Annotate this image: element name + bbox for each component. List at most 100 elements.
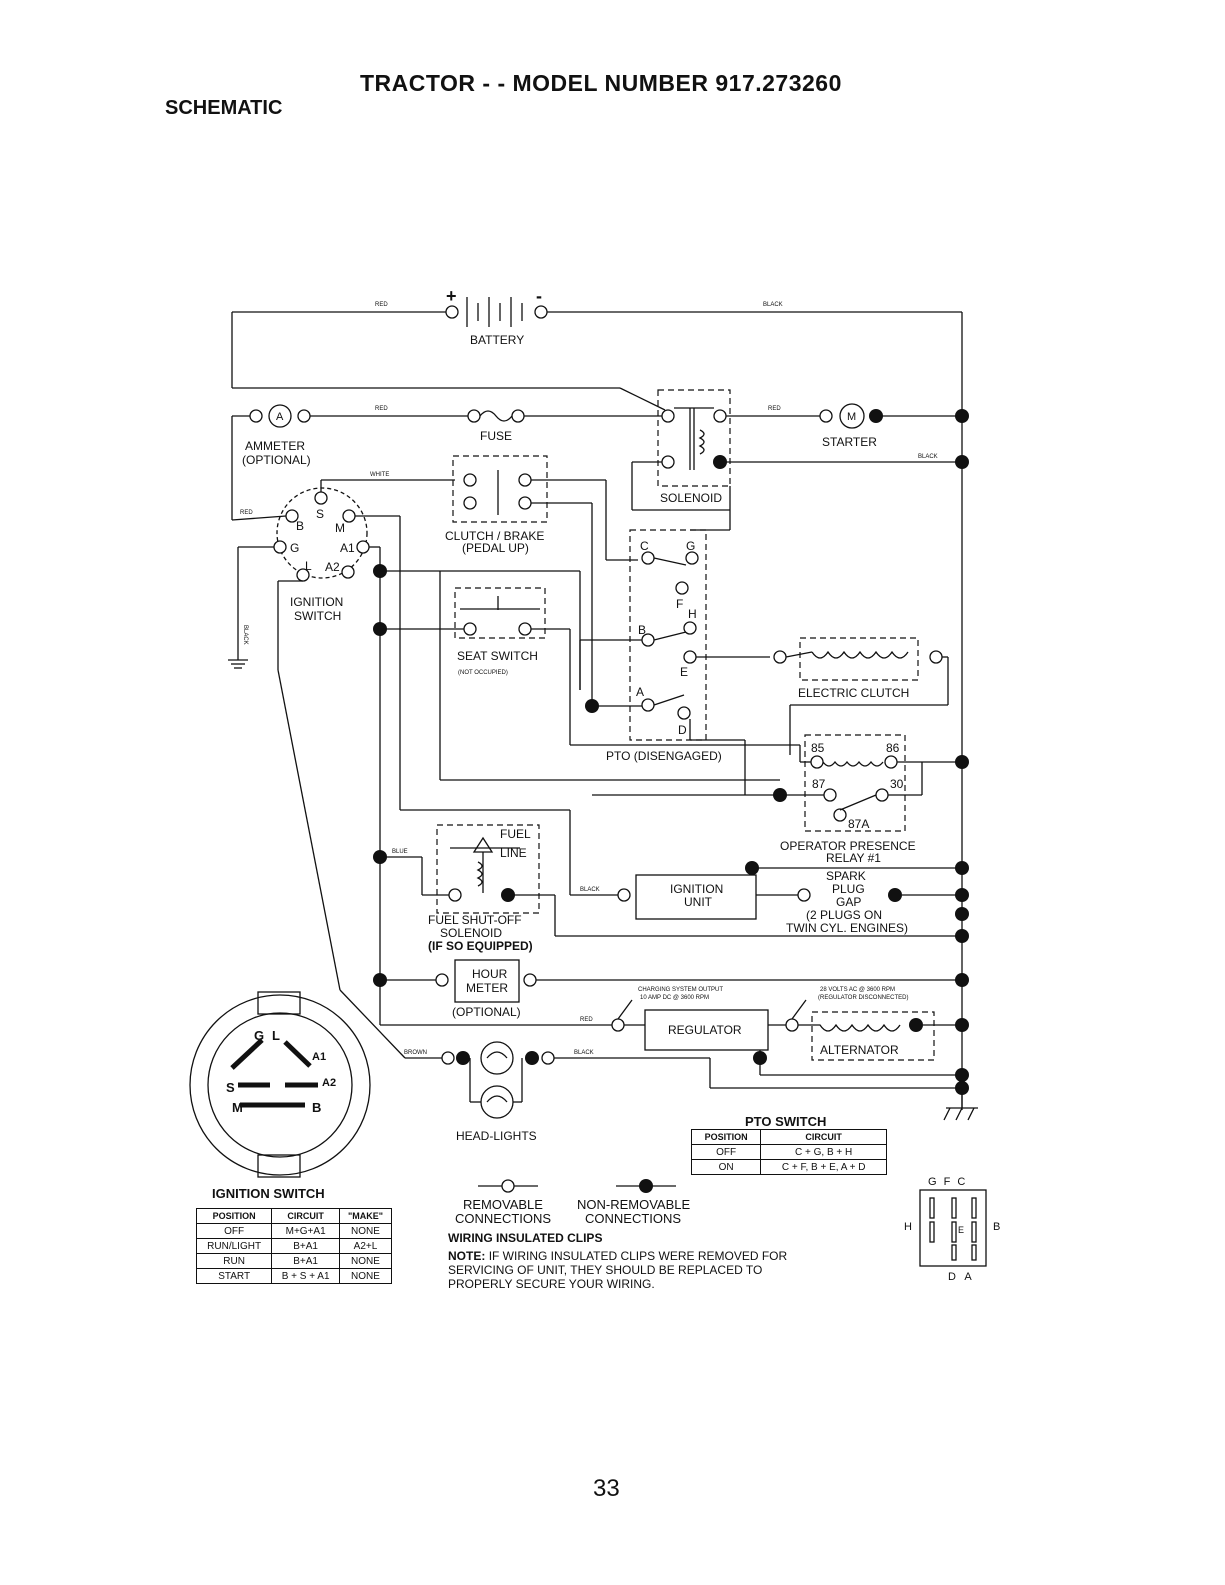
ammeter: A AMMETER (OPTIONAL) RED (231, 404, 468, 520)
ground-junction (955, 1018, 969, 1032)
svg-text:30: 30 (890, 777, 904, 791)
regulator: REGULATOR CHARGING SYSTEM OUTPUT 10 AMP … (380, 987, 908, 1075)
ground-junction (955, 929, 969, 943)
svg-text:RED: RED (240, 510, 253, 516)
svg-text:BLUE: BLUE (392, 849, 408, 855)
headlights-label: HEAD-LIGHTS (456, 1129, 537, 1143)
svg-text:G: G (254, 1028, 264, 1043)
svg-text:(IF SO EQUIPPED): (IF SO EQUIPPED) (428, 939, 533, 953)
legend-nonremovable: NON-REMOVABLE CONNECTIONS (577, 1197, 691, 1226)
hour-meter-label: HOUR (472, 967, 508, 981)
svg-text:D: D (678, 723, 687, 737)
pto-label: PTO (DISENGAGED) (606, 749, 722, 763)
svg-text:UNIT: UNIT (684, 895, 713, 909)
fuel-line-label: FUEL (500, 827, 531, 841)
table-row: ON C + F, B + E, A + D (690, 1159, 887, 1175)
svg-text:PLUG: PLUG (832, 882, 865, 896)
junction-dot (753, 1051, 767, 1065)
regulator-label: REGULATOR (668, 1023, 742, 1037)
svg-text:BROWN: BROWN (404, 1050, 427, 1056)
svg-text:M: M (847, 411, 856, 423)
svg-text:A: A (276, 411, 284, 423)
pinout-right: B (993, 1221, 1001, 1233)
svg-text:G: G (686, 539, 695, 553)
svg-text:S: S (226, 1080, 235, 1095)
svg-text:87A: 87A (848, 817, 869, 831)
wire-label-red: RED (375, 302, 388, 308)
svg-text:L: L (272, 1028, 280, 1043)
svg-text:LINE: LINE (500, 846, 527, 860)
svg-text:S: S (316, 507, 324, 521)
svg-text:RELAY #1: RELAY #1 (826, 851, 881, 865)
page-title: TRACTOR - - MODEL NUMBER 917.273260 (360, 70, 842, 96)
ignition-unit-label: IGNITION (670, 882, 723, 896)
junction-dot (373, 973, 387, 987)
relay-label: OPERATOR PRESENCE (780, 839, 916, 853)
table-row: OFF C + G, B + H (690, 1144, 887, 1160)
svg-text:BLACK: BLACK (580, 887, 600, 893)
spark-plug-label: SPARK (826, 869, 866, 883)
hour-meter: HOUR METER (OPTIONAL) (380, 959, 962, 1019)
svg-text:A2: A2 (325, 560, 340, 574)
svg-text:28 VOLTS AC @ 3600 RPM: 28 VOLTS AC @ 3600 RPM (820, 987, 895, 993)
ignition-switch-table: POSITION CIRCUIT "MAKE" OFF M+G+A1 NONE … (195, 1208, 392, 1284)
fuse: FUSE (467, 409, 665, 443)
svg-text:(NOT OCCUPIED): (NOT OCCUPIED) (458, 670, 508, 676)
svg-text:86: 86 (886, 741, 900, 755)
svg-text:A1: A1 (340, 541, 355, 555)
spark-plug: SPARK PLUG GAP (2 PLUGS ON TWIN CYL. ENG… (786, 869, 962, 935)
ground-junction (955, 861, 969, 875)
battery-label: BATTERY (470, 333, 524, 347)
svg-text:METER: METER (466, 981, 508, 995)
ground-junction (955, 888, 969, 902)
starter: M STARTER (819, 403, 962, 449)
alternator: ALTERNATOR (798, 1011, 962, 1061)
junction-dot (373, 850, 387, 864)
ground-junction (955, 755, 969, 769)
pinout-left: H (904, 1221, 912, 1233)
svg-text:RED: RED (580, 1017, 593, 1023)
ammeter-label: AMMETER (245, 439, 305, 453)
svg-text:M: M (232, 1100, 243, 1115)
ammeter-optional: (OPTIONAL) (242, 453, 311, 467)
clips-heading: WIRING INSULATED CLIPS (448, 1231, 603, 1245)
svg-text:BLACK: BLACK (242, 625, 248, 645)
wiring-note: NOTE: IF WIRING INSULATED CLIPS WERE REM… (448, 1249, 788, 1291)
clutch-brake-label: CLUTCH / BRAKE (445, 529, 544, 543)
svg-text:SWITCH: SWITCH (294, 609, 341, 623)
ignition-switch-label: IGNITION (290, 595, 343, 609)
ground-junction (955, 973, 969, 987)
solenoid-label: SOLENOID (660, 491, 722, 505)
starter-label: STARTER (822, 435, 877, 449)
ignition-switch-face: G L A1 A2 S M B (189, 991, 371, 1178)
electric-clutch-label: ELECTRIC CLUTCH (798, 686, 909, 700)
pto-table-caption: PTO SWITCH (745, 1114, 827, 1129)
table-row: RUN/LIGHT B+A1 A2+L (195, 1238, 392, 1254)
seat-switch: SEAT SWITCH (NOT OCCUPIED) (380, 587, 571, 745)
svg-text:(2 PLUGS ON: (2 PLUGS ON (806, 908, 882, 922)
svg-text:SOLENOID: SOLENOID (440, 926, 502, 940)
svg-text:G: G (290, 541, 299, 555)
svg-text:(REGULATOR DISCONNECTED): (REGULATOR DISCONNECTED) (818, 995, 908, 1001)
svg-text:A: A (636, 685, 644, 699)
svg-text:B: B (296, 519, 304, 533)
svg-text:RED: RED (375, 406, 388, 412)
seat-switch-label: SEAT SWITCH (457, 649, 538, 663)
page-subtitle: SCHEMATIC (165, 97, 283, 119)
table-row: START B + S + A1 NONE (195, 1268, 392, 1284)
svg-text:BLACK: BLACK (918, 454, 938, 460)
pto-pinout (919, 1189, 987, 1267)
legend-symbols (478, 1179, 676, 1193)
svg-text:F: F (676, 597, 683, 611)
svg-text:A2: A2 (322, 1077, 336, 1089)
fuse-label: FUSE (480, 429, 512, 443)
svg-text:L: L (305, 559, 312, 573)
svg-text:GAP: GAP (836, 895, 861, 909)
plus-icon: + (446, 286, 457, 306)
svg-text:TWIN CYL. ENGINES): TWIN CYL. ENGINES) (786, 921, 908, 935)
ignition-unit: IGNITION UNIT BLACK (400, 809, 962, 920)
svg-text:BLACK: BLACK (574, 1050, 594, 1056)
hour-meter-optional: (OPTIONAL) (452, 1005, 521, 1019)
battery: + - BATTERY RED BLACK (232, 286, 962, 347)
